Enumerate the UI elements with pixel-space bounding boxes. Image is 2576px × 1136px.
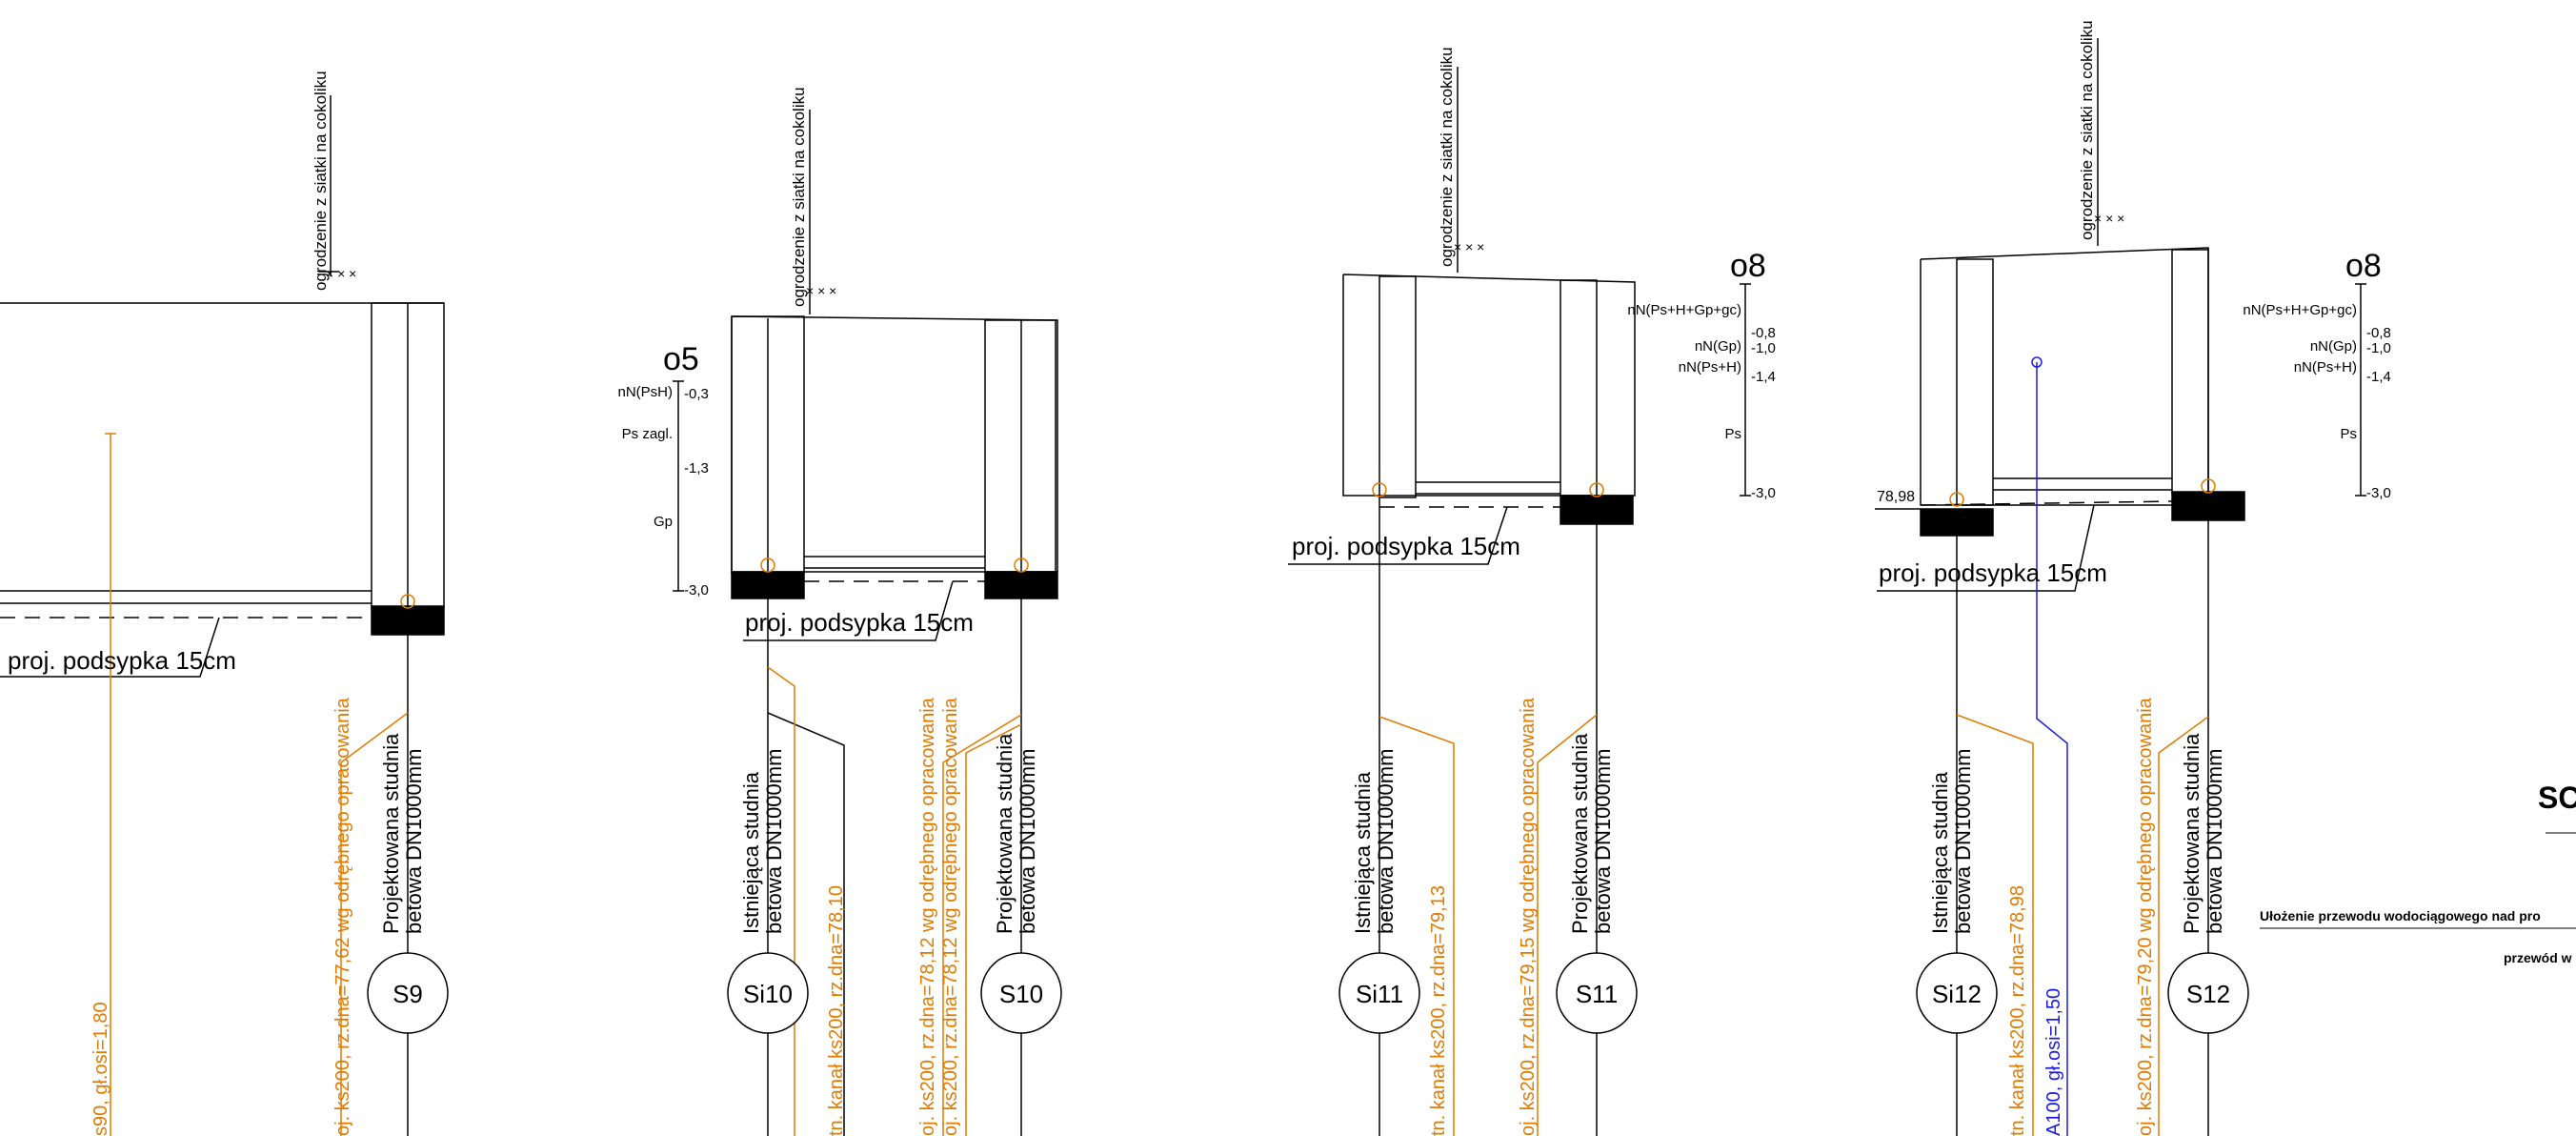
- borehole-o8-s12-layer-3: nN(Ps+H): [2294, 359, 2357, 375]
- blue-label-s12: A100, gł.osi=1,50: [2043, 988, 2064, 1136]
- well-label-si11: Si11: [1356, 980, 1403, 1008]
- fence-label-s9: ogrodzenie z siatki na cokoliku: [312, 71, 330, 291]
- well-symbol-si11: [1338, 952, 1420, 1034]
- well-label-s9: S9: [392, 980, 423, 1008]
- borehole-o5-layer-3: Gp: [654, 514, 673, 530]
- well-symbol-s10: [980, 952, 1062, 1034]
- existing-well-desc-s11-b: betowa DN1000mm: [1374, 749, 1398, 934]
- borehole-o8-s12-level-1: -0,8: [2366, 325, 2391, 341]
- designed-well-desc-s11-a: Projektowana studnia: [1568, 733, 1592, 934]
- title-heading: SC: [2538, 781, 2576, 815]
- level-label-s12: 78,98: [1877, 489, 1915, 505]
- bedding-label-s10: proj. podsypka 15cm: [745, 608, 974, 637]
- fence-label-s10: ogrodzenie z siatki na cokoliku: [790, 87, 808, 307]
- borehole-o5-level-2: -1,3: [684, 460, 709, 477]
- designed-well-desc-s9-a: Projektowana studnia: [379, 733, 403, 934]
- designed-well-desc-s11-b: betowa DN1000mm: [1591, 749, 1615, 934]
- well-label-si10: Si10: [743, 980, 793, 1008]
- s12-blue-pipe: [2031, 356, 2068, 1136]
- orange-label-s12-designed: oj. ks200, rz.dna=79,20 wg odrębnego opr…: [2135, 697, 2156, 1136]
- s9-orange-pipes: [105, 433, 415, 1136]
- designed-well-desc-s10-b: betowa DN1000mm: [1016, 749, 1039, 934]
- designed-well-desc-s12-a: Projektowana studnia: [2180, 733, 2204, 934]
- borehole-id-o8-s12: o8: [2345, 248, 2382, 284]
- existing-well-desc-s12-b: betowa DN1000mm: [1951, 749, 1975, 934]
- well-symbol-si12: [1916, 952, 1998, 1034]
- designed-well-desc-s12-b: betowa DN1000mm: [2203, 749, 2226, 934]
- fence-cross-s12: × × ×: [2094, 211, 2124, 226]
- s11-orange-pipes: [1372, 482, 1604, 1136]
- well-label-s12: S12: [2186, 980, 2230, 1008]
- orange-label-s11-designed: oj. ks200, rz.dna=79,15 wg odrębnego opr…: [1518, 697, 1539, 1136]
- borehole-o8-s11-level-3: -1,4: [1751, 369, 1776, 385]
- borehole-o8-s11-layer-1: nN(Ps+H+Gp+gc): [1627, 302, 1741, 318]
- borehole-o8-s11-layer-2: nN(Gp): [1695, 338, 1741, 355]
- s10-orange-pipes: [760, 558, 1029, 1136]
- designed-well-desc-s9-b: betowa DN1000mm: [402, 749, 426, 934]
- title-subtitle: przewód w: [2504, 950, 2572, 965]
- borehole-o8-s12-level-4: -3,0: [2366, 485, 2391, 501]
- borehole-id-o8-s11: o8: [1730, 248, 1766, 284]
- orange-label-s11-existing: tn. kanał ks200, rz.dna=79,13: [1428, 885, 1449, 1136]
- borehole-id-o5: o5: [663, 341, 699, 377]
- borehole-o8-s11-level-4: -3,0: [1751, 485, 1776, 501]
- orange-label-s10-designed-a: oj. ks200, rz.dna=78,12 wg odrębnego opr…: [917, 697, 938, 1136]
- borehole-o8-s12-layer-4: Ps: [2340, 426, 2357, 442]
- well-label-s11: S11: [1576, 980, 1618, 1008]
- well-symbol-s9: [367, 952, 449, 1034]
- s12-orange-pipes: [1949, 478, 2216, 1136]
- section-s12: [1875, 38, 2366, 1136]
- designed-well-desc-s10-a: Projektowana studnia: [993, 733, 1016, 934]
- bedding-label-s12: proj. podsypka 15cm: [1879, 558, 2107, 587]
- existing-well-desc-s12-a: Istniejąca studnia: [1928, 771, 1952, 934]
- existing-well-desc-s11-a: Istniejąca studnia: [1351, 771, 1375, 934]
- borehole-o8-s11-level-2: -1,0: [1751, 340, 1776, 356]
- well-label-si12: Si12: [1932, 980, 1982, 1008]
- fence-cross-s11: × × ×: [1454, 239, 1484, 254]
- fence-cross-s10: × × ×: [806, 283, 836, 298]
- existing-well-desc-s10-a: Istniejąca studnia: [739, 771, 763, 934]
- borehole-o5-layer-2: Ps zagl.: [622, 426, 673, 442]
- borehole-o8-s11-level-1: -0,8: [1751, 325, 1776, 341]
- fence-label-s11: ogrodzenie z siatki na cokoliku: [1438, 47, 1456, 267]
- well-symbol-s11: [1556, 952, 1638, 1034]
- well-symbol-s12: [2167, 952, 2249, 1034]
- fence-label-s12: ogrodzenie z siatki na cokoliku: [2078, 20, 2096, 240]
- orange-label-s12-existing: tn. kanał ks200, rz.dna=78,98: [2007, 885, 2028, 1136]
- existing-well-desc-s10-b: betowa DN1000mm: [762, 749, 786, 934]
- borehole-o8-s12-level-3: -1,4: [2366, 369, 2391, 385]
- orange-label-s9-right: oj. ks200, rz.dna=77,62 wg odrębnego opr…: [332, 697, 353, 1136]
- bedding-label-s11: proj. podsypka 15cm: [1292, 532, 1520, 560]
- title-block-fragment: SC Ułożenie przewodu wodociągowego nad p…: [2260, 781, 2576, 965]
- well-symbol-si10: [727, 952, 809, 1034]
- borehole-o8-s12-layer-2: nN(Gp): [2310, 338, 2357, 355]
- borehole-o8-s11-layer-4: Ps: [1724, 426, 1741, 442]
- bedding-label-s9: proj. podsypka 15cm: [8, 646, 236, 675]
- orange-label-s10-designed-b: oj. ks200, rz.dna=78,12 wg odrębnego opr…: [940, 697, 961, 1136]
- borehole-o5-level-1: -0,3: [684, 386, 709, 402]
- borehole-o5-layer-1: nN(PsH): [617, 384, 673, 400]
- orange-label-s10-existing: tn. kanał ks200, rz.dna=78,10: [826, 885, 847, 1136]
- borehole-o8-s12-layer-1: nN(Ps+H+Gp+gc): [2243, 302, 2357, 318]
- section-s10: [673, 110, 1058, 1136]
- borehole-o8-s12-level-2: -1,0: [2366, 340, 2391, 356]
- orange-label-s9-left: s90, gł.osi=1,80: [91, 1002, 111, 1136]
- borehole-o5-level-3: -3,0: [684, 582, 709, 598]
- well-label-s10: S10: [999, 980, 1043, 1008]
- fence-cross: × × ×: [326, 266, 356, 281]
- borehole-o8-s11-layer-3: nN(Ps+H): [1679, 359, 1741, 375]
- title-description: Ułożenie przewodu wodociągowego nad pro: [2260, 908, 2541, 923]
